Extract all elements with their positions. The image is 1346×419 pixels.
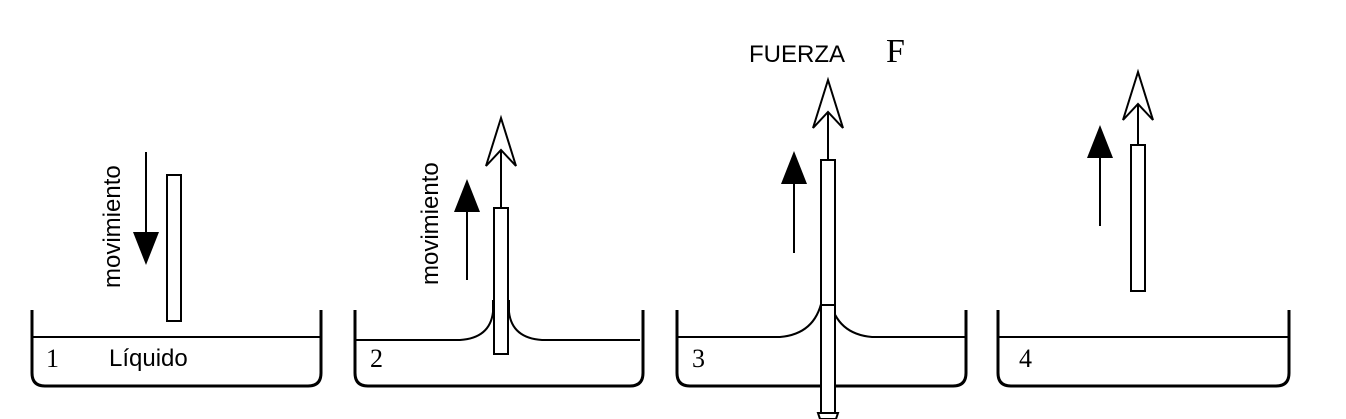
panel-2: movimiento 2	[353, 114, 645, 388]
force-label-symbol: F	[886, 33, 905, 70]
plate-3	[820, 159, 836, 306]
container-4	[996, 310, 1291, 388]
panel-3: FUERZA F 3	[675, 33, 968, 419]
force-arrow-3-bottom	[816, 412, 840, 419]
plate-4	[1130, 144, 1146, 292]
force-arrow-4-head	[1122, 68, 1154, 121]
movement-label-2: movimiento	[417, 162, 444, 285]
movement-arrow-4-head	[1087, 125, 1113, 158]
panel-4: 4	[996, 68, 1291, 388]
plate-1	[166, 174, 182, 322]
liquid-surface-3-right	[829, 299, 966, 338]
movement-arrow-1-head	[133, 232, 159, 265]
movement-arrow-3-head	[781, 151, 807, 184]
panel-number-4: 4	[1019, 344, 1032, 373]
panel-number-2: 2	[370, 344, 383, 373]
panel-number-1: 1	[46, 344, 59, 373]
panel-number-3: 3	[692, 344, 705, 373]
movement-label-1: movimiento	[99, 165, 126, 288]
liquid-label: Líquido	[109, 345, 188, 372]
plate-2	[493, 207, 509, 355]
liquid-surface-2	[355, 300, 494, 341]
movement-arrow-2-head	[454, 179, 480, 212]
force-arrow-3-head	[812, 76, 844, 129]
container-1	[30, 310, 323, 388]
force-arrow-2-head	[485, 114, 517, 167]
panel-1: movimiento 1 Líquido	[30, 152, 323, 388]
container-2	[353, 310, 645, 388]
force-label-word: FUERZA	[749, 41, 845, 68]
liquid-surface-2-right	[508, 300, 640, 341]
plate-3-submerged	[820, 304, 836, 414]
liquid-surface-3	[677, 299, 823, 338]
